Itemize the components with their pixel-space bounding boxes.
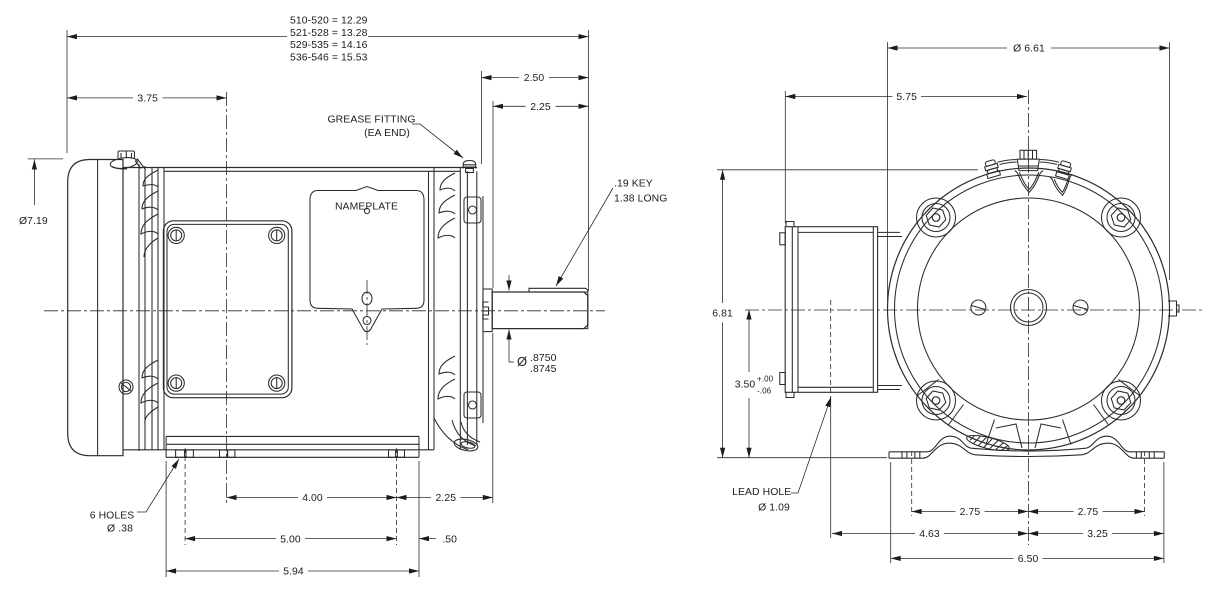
svg-text:(EA END): (EA END) [364,128,410,139]
svg-text:2.75: 2.75 [1078,507,1099,518]
svg-text:5.75: 5.75 [896,92,917,103]
svg-text:6.81: 6.81 [712,308,733,319]
svg-text:+.00: +.00 [757,375,774,384]
svg-text:2.50: 2.50 [524,73,545,84]
svg-text:LEAD HOLE: LEAD HOLE [732,487,791,498]
svg-text:2.25: 2.25 [530,102,551,113]
svg-text:Ø7.19: Ø7.19 [19,216,48,227]
svg-text:1.38 LONG: 1.38 LONG [614,193,667,204]
svg-text:6.50: 6.50 [1018,554,1039,565]
svg-text:Ø 1.09: Ø 1.09 [758,503,790,514]
svg-text:4.63: 4.63 [919,529,940,540]
svg-text:2.75: 2.75 [960,507,981,518]
svg-text:529-535 = 14.16: 529-535 = 14.16 [290,40,368,51]
svg-text:NAMEPLATE: NAMEPLATE [335,202,398,213]
svg-text:536-546 = 15.53: 536-546 = 15.53 [290,52,368,63]
svg-text:-.06: -.06 [757,387,772,396]
svg-text:.19 KEY: .19 KEY [614,178,653,189]
svg-text:3.50: 3.50 [735,380,756,391]
svg-text:5.94: 5.94 [283,567,304,578]
svg-text:3.75: 3.75 [137,94,158,105]
svg-text:.50: .50 [442,534,457,545]
svg-text:2.25: 2.25 [435,493,456,504]
svg-text:Ø .38: Ø .38 [107,524,133,535]
svg-text:510-520 = 12.29: 510-520 = 12.29 [290,16,368,27]
svg-text:GREASE FITTING: GREASE FITTING [328,115,416,126]
svg-text:521-528 = 13.28: 521-528 = 13.28 [290,28,368,39]
svg-text:3.25: 3.25 [1087,529,1108,540]
svg-text:Ø 6.61: Ø 6.61 [1013,44,1045,55]
svg-text:4.00: 4.00 [302,493,323,504]
svg-text:Ø: Ø [517,354,527,369]
svg-text:5.00: 5.00 [280,534,301,545]
svg-text:.8745: .8745 [530,364,557,375]
svg-text:.8750: .8750 [530,353,557,364]
svg-text:6 HOLES: 6 HOLES [90,511,135,522]
